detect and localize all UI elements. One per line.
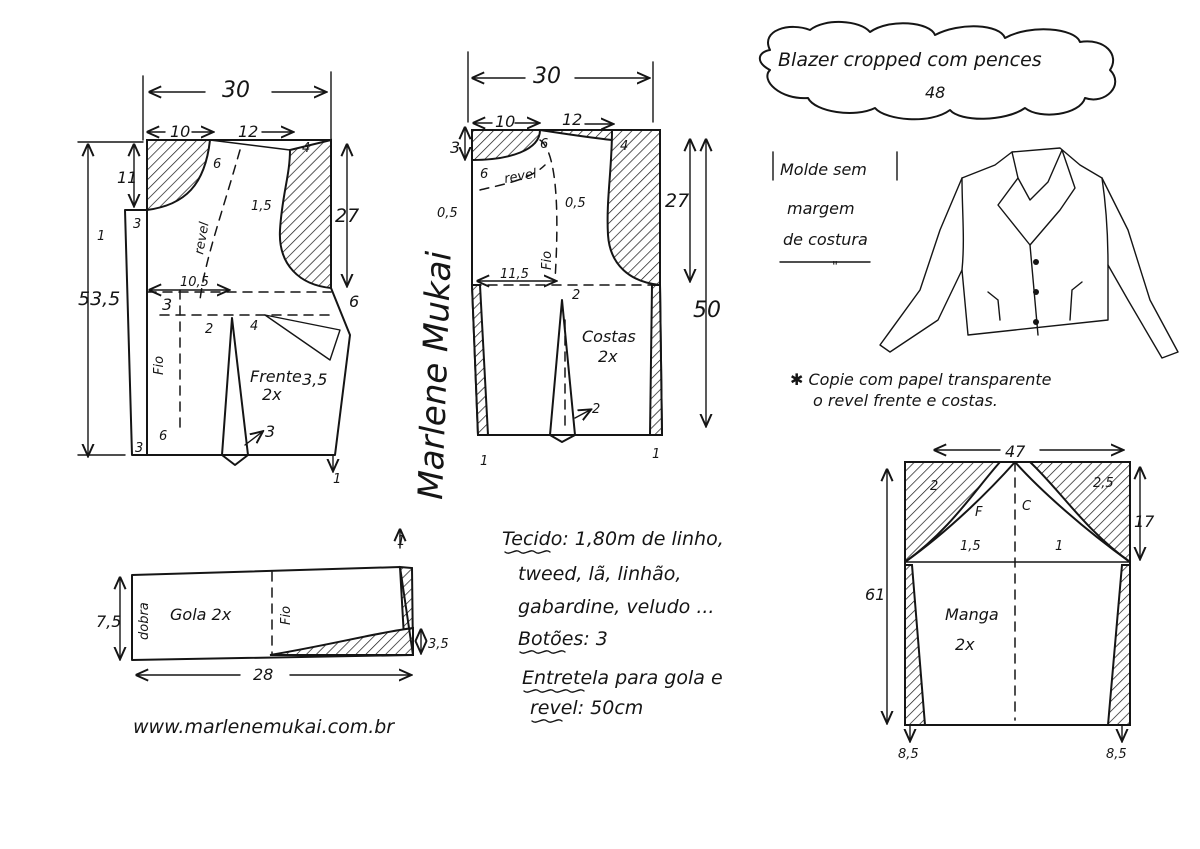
front-piece-label: Frente [250,367,302,386]
sleeve-count: 2x [955,635,975,654]
front-top-width: 30 [222,78,250,103]
website: www.marlenemukai.com.br [133,716,395,738]
back-dart-2: 2 [592,402,600,417]
sleeve-right-25: 2,5 [1093,476,1114,491]
back-armhole-facing [606,129,661,287]
title-size: 48 [925,83,945,102]
front-bottom-6: 6 [159,429,167,444]
front-bottom-3: 3 [135,441,143,456]
collar-piece: 7,5 dobra Gola 2x Fio 28 3,5 1 [96,530,449,684]
materials-line4: Botões: 3 [518,628,608,650]
collar-height: 7,5 [96,612,121,631]
sleeve-piece: 47 17 61 2 2,5 1,5 1 F C Manga 2x 8,5 8,… [865,442,1155,762]
front-neck-facing [146,139,212,212]
sleeve-top-width: 47 [1005,442,1026,461]
sleeve-left-15: 1,5 [960,539,981,554]
collar-right-rise: 3,5 [428,637,449,652]
front-neck-offset: 6 [213,157,221,172]
front-shoulder-drop: 4 [302,141,310,156]
back-grain-label: Fio [540,251,555,270]
note-line2: margem [787,199,855,218]
materials-line5: Entretela para gola e [522,667,723,689]
front-armhole-in: 1,5 [251,199,272,214]
front-waist-drop: 3 [162,295,172,314]
front-center-mark: 3 [133,217,141,232]
front-neck-depth: 11 [117,168,137,187]
sleeve-cap-height: 17 [1134,512,1155,531]
back-neck-rise: 3 [450,138,460,157]
front-neck-width: 10 [170,122,190,141]
title-text: Blazer cropped com pences [778,49,1042,71]
back-hem-left: 1 [480,454,488,469]
back-neck-facing [471,129,542,162]
front-armhole-facing [278,138,332,290]
front-side-6: 6 [349,292,359,311]
sleeve-piece-label: Manga [945,605,999,624]
signature: Marlene Mukai [411,250,460,500]
back-height-50: 50 [693,298,721,323]
back-waist-drop: 2 [572,288,580,303]
collar-piece-label: Gola 2x [170,605,232,624]
note-line3: de costura [783,230,868,249]
back-shoulder: 12 [562,110,582,129]
sleeve-right-1: 1 [1055,539,1063,554]
note-box: Molde sem margem de costura " [772,151,898,275]
front-right-height: 27 [335,205,359,227]
front-dart-35: 3,5 [302,370,327,389]
back-facing-6: 6 [480,167,488,182]
materials-line3: gabardine, veludo ... [518,596,714,618]
front-dart-bottom-3: 3 [265,422,275,441]
front-waist-width: 10,5 [180,275,209,290]
front-count: 2x [262,385,282,404]
note-ditto: " [832,260,838,275]
sleeve-left-2: 2 [930,479,938,494]
back-neck-offset: 6 [540,137,548,152]
materials-notes: Tecido: 1,80m de linho, tweed, lã, linhã… [502,528,724,723]
back-revel-label: revel [503,166,538,187]
back-piece: 30 10 12 3 4 6 6 revel 0,5 0,5 27 [437,51,721,469]
front-left-mark: 1 [97,229,105,244]
back-waist-width: 11,5 [500,267,529,282]
back-armhole-27: 27 [665,190,689,212]
back-hem-right: 1 [652,447,660,462]
back-neck-width: 10 [495,112,515,131]
front-shoulder: 12 [238,122,258,141]
sleeve-back-label: C [1022,499,1032,514]
front-dart-4: 4 [250,319,258,334]
back-piece-label: Costas [582,327,636,346]
materials-line6: revel: 50cm [530,697,643,719]
front-piece: 30 10 12 53,5 11 1 3 2 [77,71,359,487]
front-dart-2: 2 [205,322,213,337]
materials-line1: Tecido: 1,80m de linho, [502,528,724,550]
front-left-height: 53,5 [78,288,120,310]
back-side-05-left: 0,5 [437,206,458,221]
note-line1: Molde sem [780,160,867,179]
back-shoulder-drop: 4 [620,139,628,154]
collar-right-mark: 1 [397,534,405,549]
sleeve-front-label: F [975,505,983,520]
front-grain-label: Fio [152,356,167,375]
collar-grain-label: Fio [279,606,294,625]
copy-note-line1: ✱ Copie com papel transparente [790,370,1052,389]
back-top-width: 30 [533,64,561,89]
materials-line2: tweed, lã, linhão, [518,563,681,585]
title-cloud: Blazer cropped com pences 48 [758,20,1117,121]
back-side-05-right: 0,5 [565,196,586,211]
collar-fold-label: dobra [137,602,152,640]
front-hem-1: 1 [333,472,341,487]
copy-note-line2: o revel frente e costas. [813,391,998,410]
front-revel-label: revel [192,221,213,256]
back-count: 2x [598,347,618,366]
collar-width: 28 [253,665,273,684]
sleeve-hem-right: 8,5 [1106,747,1127,762]
jacket-sketch [879,147,1179,359]
sleeve-hem-left: 8,5 [898,747,919,762]
sleeve-length: 61 [865,585,885,604]
